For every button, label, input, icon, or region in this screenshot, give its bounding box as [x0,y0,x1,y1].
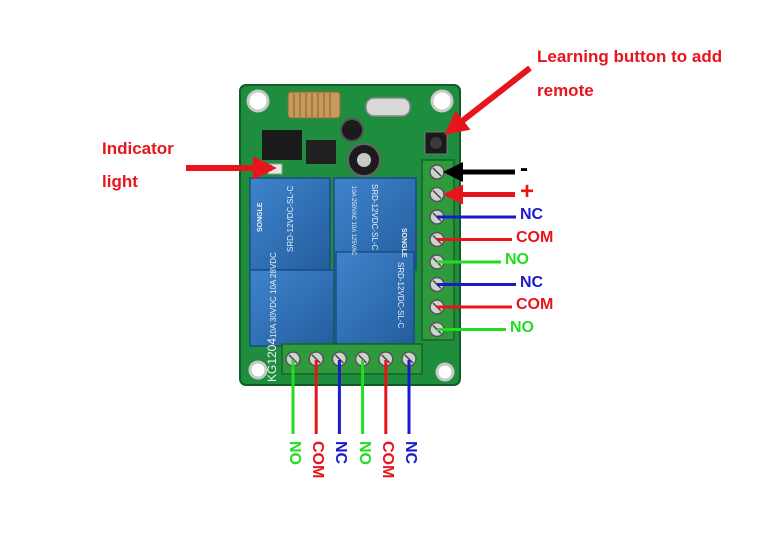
indicator-callout-line1: Indicator [102,139,174,158]
bottom-terminal-label: NC [402,441,419,465]
bottom-terminal-label: NO [355,441,373,465]
right-terminal-label: - [520,155,528,183]
board-model-print: KG1204 [265,338,279,382]
right-wires [437,162,516,331]
terminal-screw-slot [288,354,298,364]
bottom-terminal-label: COM [309,441,327,479]
right-terminal-label: COM [516,296,554,314]
relay-brand: SONGLE [400,228,407,258]
learning-arrow [444,65,532,135]
capacitor [340,118,364,142]
bottom-wires [291,360,411,434]
right-terminal-label: NO [510,318,534,336]
mount-hole-icon [435,362,455,382]
bottom-terminal-label: NC [332,441,350,465]
learning-callout-line2: remote [537,81,594,100]
antenna-coil [287,91,341,119]
terminal-screw-slot [404,354,414,364]
mount-hole-icon [246,89,270,113]
terminal-screw-slot [334,354,344,364]
pcb-board: SRD-12VDC-SL-C 10A 250VAC 10A 125VAC SRD… [239,84,461,386]
relay-print: 10A 30VDC 10A 28VDC [269,252,278,338]
learning-button-cap [430,137,442,149]
relay-4 [335,251,415,345]
right-terminal-label: + [520,177,535,205]
relay-3 [249,269,335,347]
chip [262,130,302,160]
terminal-screw-slot [358,354,368,364]
relay-brand: SONGLE [257,202,264,232]
crystal [365,97,411,117]
right-terminal-label: NC [520,273,544,291]
bottom-terminal-label: NO [286,441,303,465]
indicator-callout-line2: light [102,172,138,191]
right-terminal-label: COM [516,228,554,246]
bottom-terminal-label: COM [378,441,396,479]
terminal-screw-slot [432,189,442,200]
right-terminal-label: NC [520,206,544,224]
capacitor-top [357,153,371,167]
relay-print: SRD-12VDC-SL-C [370,184,379,250]
terminal-screw-slot [311,354,321,364]
relay-print: SRD-12VDC-SL-C [286,186,295,252]
terminal-screw-slot [381,354,391,364]
chip [306,140,336,164]
right-terminal-label: NO [505,251,529,269]
mount-hole-icon [248,360,268,380]
relay-print: SRD-12VDC-SL-C [396,262,405,328]
terminal-screw-slot [432,167,442,177]
mount-hole-icon [430,89,454,113]
bottom-terminal-block [281,343,423,375]
relay-print: 10A 250VAC 10A 125VAC [350,186,356,256]
learning-callout-line1: Learning button to add [537,47,723,66]
